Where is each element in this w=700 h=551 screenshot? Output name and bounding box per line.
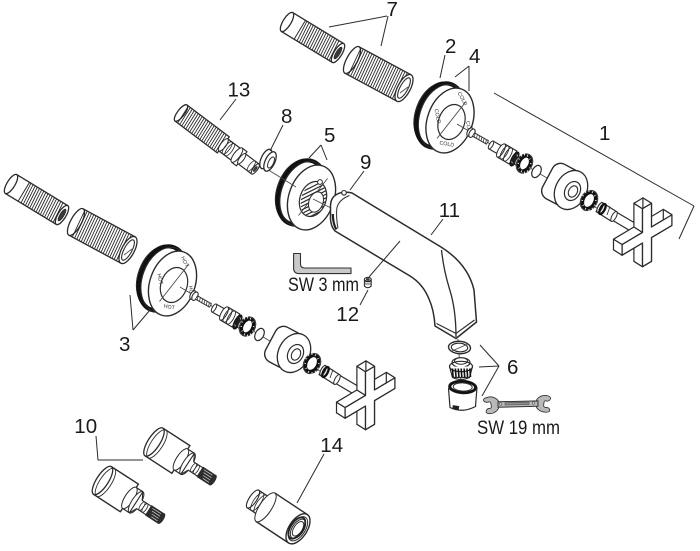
- svg-text:COLD: COLD: [464, 121, 472, 136]
- svg-text:2: 2: [445, 35, 456, 58]
- svg-text:11: 11: [439, 199, 460, 222]
- svg-text:HOT: HOT: [155, 273, 163, 286]
- svg-text:HOT: HOT: [187, 286, 194, 299]
- svg-text:HOT: HOT: [179, 256, 190, 269]
- svg-text:13: 13: [228, 79, 251, 102]
- svg-text:10: 10: [74, 415, 97, 438]
- svg-text:COLD: COLD: [433, 108, 442, 124]
- svg-text:SW 3 mm: SW 3 mm: [288, 274, 359, 296]
- svg-text:9: 9: [360, 151, 371, 174]
- svg-text:COLD: COLD: [439, 140, 455, 148]
- svg-text:8: 8: [281, 105, 292, 128]
- svg-text:12: 12: [336, 303, 359, 326]
- svg-text:5: 5: [324, 124, 335, 147]
- svg-text:4: 4: [469, 45, 480, 68]
- svg-text:SW 19 mm: SW 19 mm: [477, 417, 560, 439]
- svg-text:7: 7: [387, 0, 398, 21]
- svg-text:HOT: HOT: [163, 304, 176, 312]
- svg-text:14: 14: [320, 434, 343, 457]
- svg-text:3: 3: [119, 333, 130, 356]
- svg-text:1: 1: [599, 122, 610, 145]
- svg-text:6: 6: [507, 356, 518, 379]
